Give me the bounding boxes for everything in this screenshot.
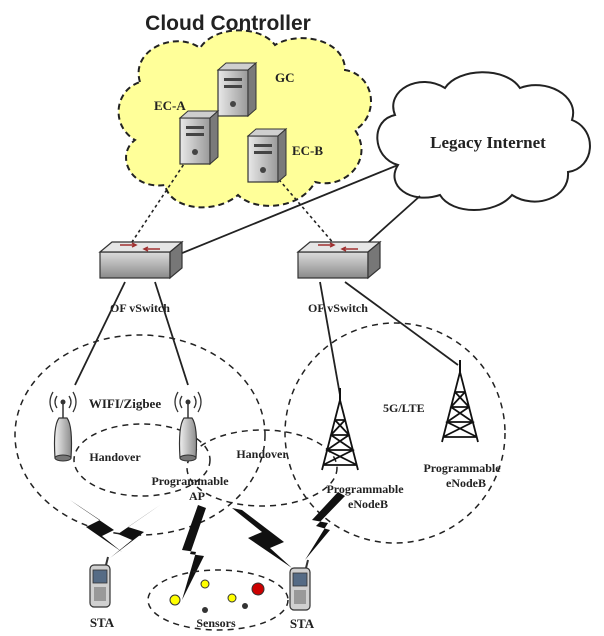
wifi-coverage-area [14, 334, 266, 536]
enodeb-a-label-line1: Programmable [326, 482, 404, 496]
left-switch-to-ap2-link [154, 281, 189, 386]
ec-a-to-switch-link [129, 154, 191, 246]
wifi-zigbee-label: WIFI/Zigbee [89, 396, 161, 411]
programmable-ap-icon [174, 391, 202, 462]
handover-left-label: Handover [89, 450, 141, 464]
enodeb-b-label-line1: Programmable [423, 461, 501, 475]
wireless-link-bolt-2 [110, 505, 160, 558]
ec-a-label: EC-A [154, 98, 186, 113]
sensor-dot-yellow-2 [200, 579, 210, 589]
legacy-internet-label: Legacy Internet [430, 133, 546, 152]
right-switch-to-enodeb-b-link [344, 281, 459, 366]
lte-coverage-area [284, 322, 506, 544]
enodeb-a-tower-icon [321, 387, 359, 471]
left-of-vswitch-label: OF vSwitch [110, 301, 170, 315]
ec-a-server-icon [179, 110, 219, 165]
gc-label: GC [275, 70, 295, 85]
ec-b-server-icon [247, 128, 287, 183]
legacy-internet-cloud [376, 71, 591, 211]
ec-b-label: EC-B [292, 143, 323, 158]
left-switch-to-internet-link [169, 164, 399, 259]
handover-right-label: Handover [236, 447, 288, 461]
wireless-link-bolt-1 [70, 500, 122, 552]
sensor-dot-dark-2 [242, 603, 248, 609]
sta-left-label: STA [90, 615, 115, 630]
handover-area-right [186, 429, 338, 507]
sensor-area [147, 569, 289, 631]
wifi-ap-left-icon [49, 391, 77, 462]
cloud-controller-shape [117, 29, 372, 209]
sta-right-phone-icon [289, 559, 311, 611]
enodeb-b-tower-icon [441, 359, 479, 443]
lte-label: 5G/LTE [383, 401, 425, 415]
sta-left-phone-icon [89, 556, 111, 608]
wireless-link-bolt-4 [232, 508, 292, 568]
enodeb-a-label-line2: eNodeB [348, 497, 388, 511]
right-switch-to-internet-link [361, 195, 421, 249]
sensor-dot-dark-1 [202, 607, 208, 613]
sensor-dot-red [251, 582, 265, 596]
right-of-vswitch-icon [297, 241, 381, 279]
programmable-ap-label-line1: Programmable [151, 474, 229, 488]
left-of-vswitch-icon [99, 241, 183, 279]
cloud-controller-title: Cloud Controller [145, 12, 311, 35]
right-switch-to-enodeb-a-link [319, 281, 341, 396]
sensors-label: Sensors [196, 616, 236, 630]
wireless-link-bolt-5 [305, 492, 345, 560]
programmable-ap-label-line2: AP [189, 489, 205, 503]
wireless-link-bolt-3 [182, 505, 206, 600]
sta-right-label: STA [290, 616, 315, 631]
left-switch-to-ap1-link [74, 281, 126, 386]
enodeb-b-label-line2: eNodeB [446, 476, 486, 490]
sensor-dot-yellow-3 [227, 593, 237, 603]
sensor-dot-yellow-1 [169, 594, 181, 606]
gc-server-icon [217, 62, 257, 117]
right-of-vswitch-label: OF vSwitch [308, 301, 368, 315]
handover-area-left [73, 423, 211, 497]
